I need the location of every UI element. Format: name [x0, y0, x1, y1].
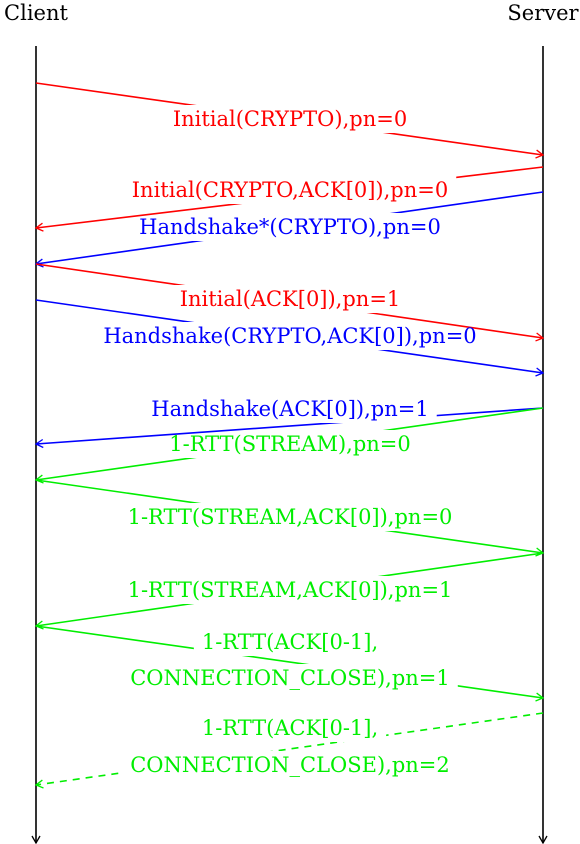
- message-label: 1-RTT(STREAM,ACK[0]),pn=1: [128, 578, 453, 602]
- message-initial-crypto-ack0-pn0: Initial(CRYPTO,ACK[0]),pn=0: [34, 166, 544, 232]
- message-label: 1-RTT(ACK[0-1],: [202, 716, 378, 740]
- message-label: Initial(ACK[0]),pn=1: [180, 287, 401, 311]
- message-arrow: [34, 407, 544, 449]
- message-arrow: [34, 191, 544, 268]
- message-arrow: [35, 263, 545, 342]
- message-1rtt-ack01-close-pn2: 1-RTT(ACK[0-1], CONNECTION_CLOSE),pn=2: [34, 712, 544, 789]
- message-1rtt-stream-pn0: 1-RTT(STREAM),pn=0: [34, 407, 544, 484]
- message-label: 1-RTT(ACK[0-1],: [202, 630, 378, 654]
- message-arrow: [34, 552, 544, 630]
- message-arrow: [35, 479, 545, 557]
- message-label: Initial(CRYPTO),pn=0: [173, 107, 407, 131]
- message-handshake-star-crypto-pn0: Handshake*(CRYPTO),pn=0: [34, 191, 544, 268]
- message-1rtt-stream-ack0-pn0: 1-RTT(STREAM,ACK[0]),pn=0: [35, 479, 545, 557]
- message-arrow: [34, 166, 544, 232]
- message-initial-ack0-pn1: Initial(ACK[0]),pn=1: [35, 263, 545, 342]
- message-arrow: [35, 625, 545, 702]
- message-handshake-ack0-pn1: Handshake(ACK[0]),pn=1: [34, 397, 544, 449]
- message-1rtt-ack01-close-pn1: 1-RTT(ACK[0-1], CONNECTION_CLOSE),pn=1: [35, 625, 545, 702]
- message-arrow: [35, 82, 545, 159]
- message-label: 1-RTT(STREAM),pn=0: [169, 432, 411, 456]
- message-1rtt-stream-ack0-pn1: 1-RTT(STREAM,ACK[0]),pn=1: [34, 552, 544, 630]
- message-initial-crypto-pn0: Initial(CRYPTO),pn=0: [35, 82, 545, 159]
- client-label: Client: [4, 1, 68, 25]
- message-arrow: [35, 299, 545, 377]
- messages-layer: Initial(CRYPTO),pn=0Initial(CRYPTO,ACK[0…: [34, 82, 545, 789]
- message-label: CONNECTION_CLOSE),pn=1: [130, 666, 450, 690]
- message-label: Handshake(ACK[0]),pn=1: [151, 397, 428, 421]
- message-label: Handshake*(CRYPTO),pn=0: [139, 215, 441, 239]
- message-label: Handshake(CRYPTO,ACK[0]),pn=0: [103, 324, 476, 348]
- message-label: 1-RTT(STREAM,ACK[0]),pn=0: [128, 505, 453, 529]
- message-handshake-crypto-ack0-pn0: Handshake(CRYPTO,ACK[0]),pn=0: [35, 299, 545, 377]
- message-label: CONNECTION_CLOSE),pn=2: [130, 753, 450, 777]
- message-label: Initial(CRYPTO,ACK[0]),pn=0: [132, 178, 448, 202]
- message-arrow: [34, 407, 544, 484]
- server-label: Server: [507, 1, 579, 25]
